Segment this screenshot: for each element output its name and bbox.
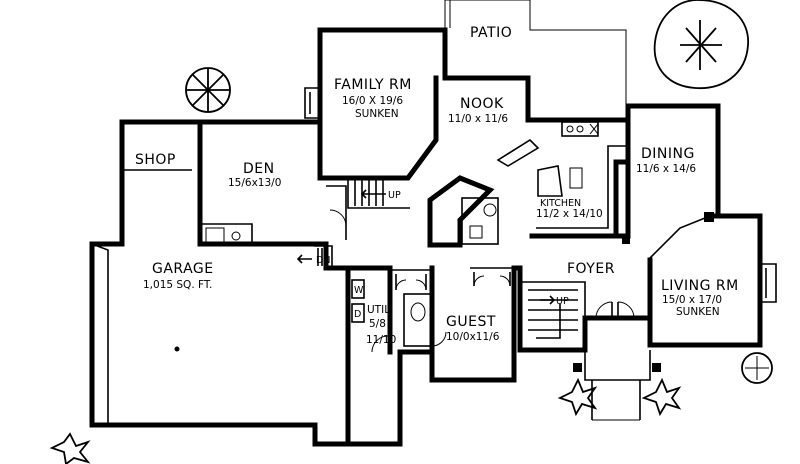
dining-label: DINING <box>641 146 695 162</box>
shrub-icon <box>641 377 682 417</box>
tree-icon <box>653 0 749 89</box>
washer-label: W <box>354 285 364 296</box>
den-label: DEN <box>243 161 275 177</box>
stair-up-foyer-label: UP <box>556 296 569 307</box>
guest-dims: 10/0x11/6 <box>446 331 500 343</box>
shop-label: SHOP <box>135 152 176 168</box>
stair-arrow-up <box>360 189 386 199</box>
nook-dims: 11/0 x 11/6 <box>448 113 508 125</box>
garage-drain <box>174 346 180 352</box>
shrub-icon <box>741 352 773 384</box>
shrub-icon <box>557 377 598 417</box>
stair-arrow-up <box>540 295 556 305</box>
util-label: UTIL <box>367 304 390 316</box>
family-room-label: FAMILY RM <box>334 77 412 93</box>
dryer-label: D <box>354 309 361 320</box>
garage-dims: 1,015 SQ. FT. <box>143 279 212 291</box>
living-room-label: LIVING RM <box>661 278 739 294</box>
shrub-icon <box>49 432 91 464</box>
util-dims-a: 5/8 <box>369 318 386 330</box>
den-dims: 15/6x13/0 <box>228 177 281 189</box>
stair-down-garage-label: DN <box>316 255 330 266</box>
kitchen-label: KITCHEN <box>540 198 581 209</box>
patio-label: PATIO <box>470 25 512 41</box>
foyer-label: FOYER <box>567 261 615 277</box>
porch <box>573 350 661 421</box>
living-room-dims: 15/0 x 17/0 <box>662 294 722 306</box>
family-room-dims: 16/0 X 19/6 <box>342 95 403 107</box>
living-room-note: SUNKEN <box>676 306 720 318</box>
kitchen-dims: 11/2 x 14/10 <box>536 208 603 220</box>
interior-walls <box>91 75 714 425</box>
guest-label: GUEST <box>446 314 496 330</box>
dining-dims: 11/6 x 14/6 <box>636 163 696 175</box>
family-room-note: SUNKEN <box>355 108 399 120</box>
tree-icon <box>185 67 231 113</box>
garage-label: GARAGE <box>152 261 214 277</box>
nook-label: NOOK <box>460 96 504 112</box>
stair-up-family-label: UP <box>388 190 401 201</box>
patio-outline <box>444 0 627 106</box>
util-dims-b: 11/10 <box>366 334 396 346</box>
stair-arrow-down <box>296 254 312 264</box>
